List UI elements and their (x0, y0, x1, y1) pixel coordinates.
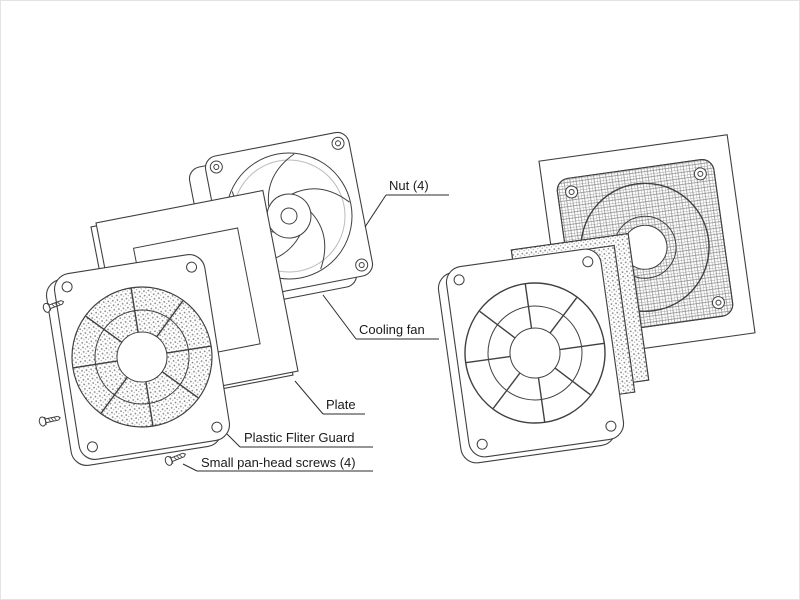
guard-spokes (72, 287, 212, 427)
callout-small-pan-head-screws: Small pan-head screws (4) (182, 455, 373, 472)
callout-cooling-fan: Cooling fan (322, 294, 439, 340)
label-plastic-filter-guard: Plastic Fliter Guard (244, 430, 355, 445)
label-nut: Nut (4) (389, 178, 429, 193)
callout-plate: Plate (294, 380, 365, 415)
right-guard-hub-hole (509, 327, 561, 379)
right-guard-spokes (465, 283, 605, 423)
filter-guard-drawing (53, 254, 231, 460)
right-guard-corner-holes (453, 256, 617, 450)
callout-plastic-filter-guard: Plastic Fliter Guard (226, 430, 373, 448)
guard-hub-hole (116, 331, 168, 383)
right-guard-drawing (445, 248, 625, 458)
guard-corner-holes (61, 261, 223, 453)
label-cooling-fan: Cooling fan (359, 322, 425, 337)
screw-icon (37, 412, 62, 428)
label-plate: Plate (326, 397, 356, 412)
callout-nut: Nut (4) (364, 178, 449, 228)
label-small-pan-head-screws: Small pan-head screws (4) (201, 455, 356, 470)
